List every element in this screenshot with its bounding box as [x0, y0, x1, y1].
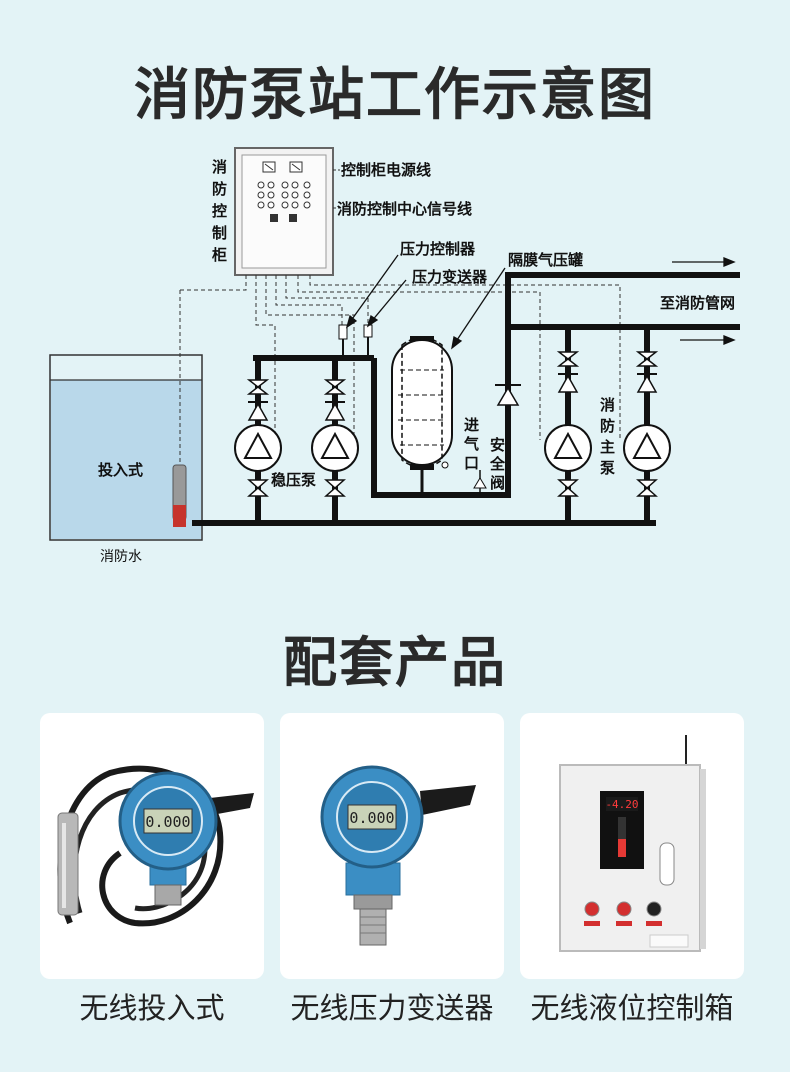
cabinet-indicator	[281, 181, 289, 189]
safety-valve-char: 阀	[490, 474, 505, 492]
stabilizer-pump	[234, 379, 282, 497]
cabinet-indicator	[291, 201, 299, 209]
product-card-control-box[interactable]: -4.20	[520, 713, 744, 979]
pressure-transmitter-label: 压力变送器	[412, 268, 488, 286]
cabinet-indicator	[303, 191, 311, 199]
stabilizer-pump-label: 稳压泵	[271, 471, 316, 489]
pressure-transmitter-image: 0.000	[320, 765, 476, 946]
display-reading: 0.000	[349, 809, 394, 827]
check-valve	[495, 384, 521, 406]
power-line-label: 控制柜电源线	[341, 161, 431, 179]
submersible-label: 投入式	[98, 461, 143, 479]
main-pump	[544, 351, 592, 497]
product-name: 无线压力变送器	[290, 991, 494, 1025]
cabinet-indicator	[291, 181, 299, 189]
cabinet-indicator	[257, 181, 265, 189]
control-cabinet	[234, 147, 334, 276]
product-card-submersible[interactable]: 0.000	[40, 713, 264, 979]
control-box-image: -4.20	[559, 735, 706, 952]
signal-line-label: 消防控制中心信号线	[337, 200, 472, 218]
section-title: 配套产品	[283, 631, 507, 694]
diaphragm-tank	[391, 336, 453, 495]
cabinet-indicator	[257, 201, 265, 209]
submersible-sensor-image: 0.000	[57, 765, 254, 927]
cabinet-indicator	[281, 201, 289, 209]
submersible-sensor	[172, 290, 187, 527]
product-card-transmitter[interactable]: 0.000	[280, 713, 504, 979]
cabinet-char: 消	[212, 158, 227, 176]
cabinet-char: 制	[212, 224, 227, 242]
product-name: 无线液位控制箱	[530, 991, 734, 1025]
stabilizer-pump	[311, 379, 359, 497]
cabinet-indicator	[303, 181, 311, 189]
air-inlet-char: 口	[464, 454, 479, 472]
main-pump-char: 主	[600, 438, 615, 456]
main-pump	[623, 351, 671, 497]
page-title: 消防泵站工作示意图	[134, 63, 656, 128]
diaphragm-tank-label: 隔膜气压罐	[508, 251, 583, 269]
cabinet-indicator	[303, 201, 311, 209]
safety-valve	[473, 470, 487, 495]
fire-water-label: 消防水	[100, 549, 142, 565]
cabinet-char: 柜	[211, 246, 227, 264]
cabinet-indicator	[267, 201, 275, 209]
cabinet-indicator	[281, 191, 289, 199]
air-inlet-char: 气	[463, 435, 479, 453]
main-pump-char: 防	[600, 417, 615, 435]
cabinet-vertical-label: 消 防 控 制 柜	[211, 158, 227, 264]
product-name: 无线投入式	[79, 991, 225, 1025]
signal-lines	[180, 275, 621, 440]
cabinet-indicator	[257, 191, 265, 199]
display-reading: -4.20	[605, 798, 638, 811]
fire-water-tank	[49, 354, 203, 541]
cabinet-indicator	[267, 191, 275, 199]
pressure-controller-label: 压力控制器	[400, 240, 476, 258]
air-inlet-char: 进	[464, 416, 479, 434]
main-pump-char: 泵	[600, 459, 615, 477]
safety-valve-char: 全	[489, 455, 506, 473]
cabinet-char: 防	[212, 180, 227, 198]
fire-pump-station-diagram: 投入式 消防水 消 防 控 制 柜 控制柜电源线 消防控制中心信号线	[49, 147, 740, 565]
cabinet-indicator	[267, 181, 275, 189]
main-pump-char: 消	[600, 396, 615, 414]
cabinet-indicator	[291, 191, 299, 199]
display-reading: 0.000	[145, 813, 190, 831]
safety-valve-char: 安	[490, 436, 505, 454]
flow-arrows	[672, 257, 736, 345]
pressure-transmitter	[363, 324, 373, 358]
pipe-network-label: 至消防管网	[660, 294, 735, 312]
pressure-controller	[338, 324, 348, 358]
cabinet-char: 控	[212, 202, 227, 220]
annotation-arrows	[345, 254, 506, 350]
